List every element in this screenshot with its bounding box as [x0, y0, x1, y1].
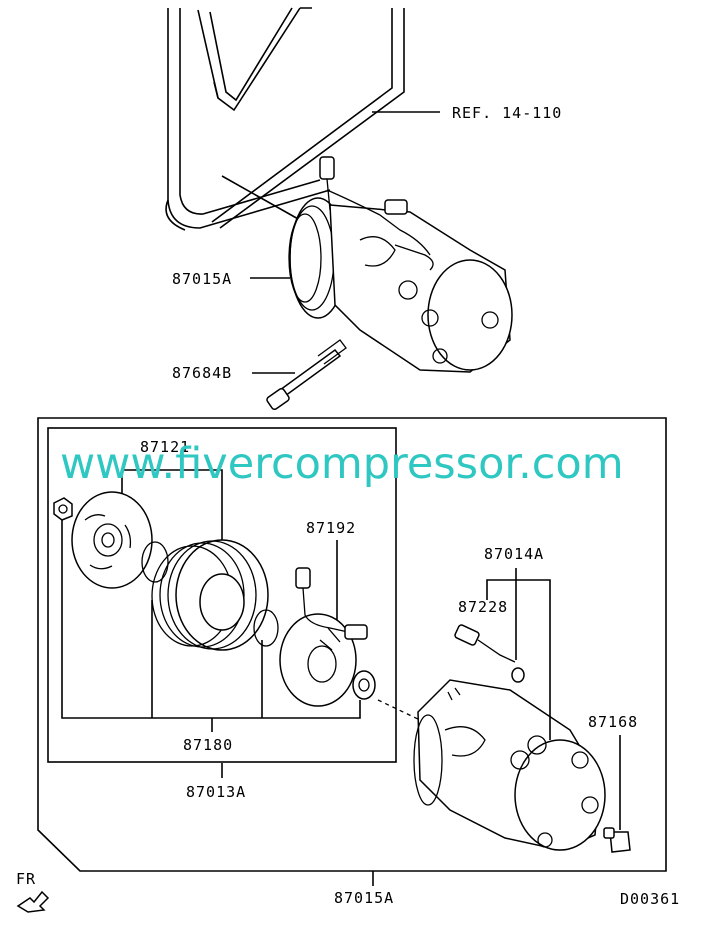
front-marker-label: FR [16, 870, 36, 888]
front-arrow-icon [16, 890, 50, 913]
clutch-assy-leader [61, 520, 361, 732]
pressure-switch [454, 624, 525, 683]
shim-washer [352, 670, 376, 700]
compressor-bottom [413, 679, 606, 851]
clutch-assy-label: 87180 [183, 736, 233, 754]
belt-leader [221, 175, 301, 221]
snap-ring-outer [141, 541, 169, 583]
compressor-top [288, 156, 513, 373]
diagram-code: D00361 [620, 890, 680, 908]
switch-label: 87228 [458, 598, 508, 616]
harness-leader [486, 579, 551, 740]
bolt-label: 87684B [172, 364, 232, 382]
plug-label: 87168 [588, 713, 638, 731]
compressor-bottom-label: 87015A [334, 889, 394, 907]
hub-nut [53, 497, 73, 521]
relief-plug [603, 827, 631, 853]
pulley [151, 539, 269, 651]
kit-inner-label: 87013A [186, 783, 246, 801]
pressure-plate [71, 491, 153, 589]
clutch-kit-frame [47, 427, 397, 763]
kit-assy-top-label: 87014A [484, 545, 544, 563]
ref-belt-label: REF. 14-110 [452, 104, 562, 122]
watermark-text: www.fivercompressor.com [60, 439, 624, 489]
field-coil [279, 567, 368, 707]
coil-label: 87192 [306, 519, 356, 537]
assembly-guide [377, 699, 421, 721]
snap-ring-inner [253, 609, 279, 647]
drive-belt [165, 7, 405, 231]
compressor-top-label: 87015A [172, 270, 232, 288]
mounting-bolt [266, 339, 347, 411]
clutch-plate-leader [121, 469, 223, 540]
clutch-plate-label: 87121 [140, 438, 190, 456]
